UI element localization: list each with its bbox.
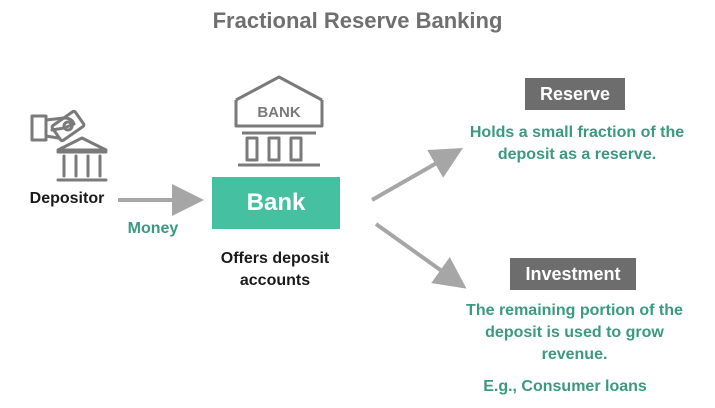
- depositor-label: Depositor: [29, 190, 105, 207]
- bank-building-icon: [234, 75, 324, 167]
- money-label: Money: [127, 220, 179, 237]
- reserve-description: Holds a small fraction of the deposit as…: [469, 124, 685, 163]
- investment-tag-label: Investment: [525, 263, 621, 284]
- bank-description: Offers deposit accounts: [220, 250, 330, 289]
- depositor-icon: [30, 109, 108, 182]
- investment-arrow: [374, 222, 467, 289]
- bank-box-label: Bank: [246, 189, 306, 216]
- bank-icon-text: BANK: [257, 104, 301, 121]
- investment-description: The remaining portion of the deposit is …: [466, 302, 683, 363]
- investment-example: E.g., Consumer loans: [483, 378, 647, 395]
- reserve-arrow: [371, 148, 463, 202]
- reserve-tag: Reserve: [525, 78, 625, 110]
- bank-box: Bank: [212, 177, 340, 229]
- reserve-tag-label: Reserve: [539, 83, 611, 104]
- investment-tag: Investment: [510, 258, 636, 290]
- diagram-title: Fractional Reserve Banking: [212, 8, 503, 33]
